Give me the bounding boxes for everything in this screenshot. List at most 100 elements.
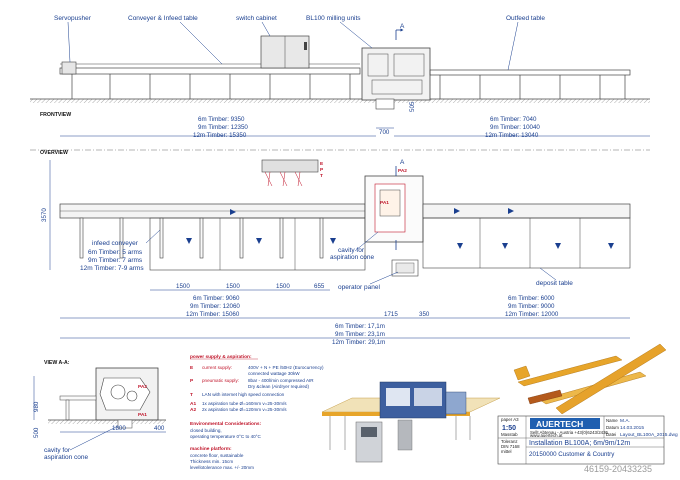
marker-pa2-top: PA2 bbox=[398, 168, 407, 174]
label-cavity-bottom: cavity for aspiration cone bbox=[44, 447, 88, 461]
tb-tol-line2: DIN 7168 bbox=[501, 444, 520, 449]
spec-name-e: current supply: bbox=[202, 365, 232, 370]
front-right-12m: 12m Timber: 13040 bbox=[485, 132, 539, 139]
tb-file-value: Layout_BL100A_2015.dwg bbox=[620, 432, 678, 438]
label-switch-cabinet: switch cabinet bbox=[236, 15, 277, 22]
spec-key-a2: A2 bbox=[190, 407, 196, 413]
specifications: power supply & aspiration: E current sup… bbox=[190, 354, 324, 470]
spec-key-e: E bbox=[190, 365, 194, 371]
over-left-6m: 6m Timber: 9060 bbox=[193, 295, 240, 302]
dim-1800: 1800 bbox=[112, 425, 126, 432]
tb-name-value: M.A. bbox=[620, 418, 630, 424]
marker-t-top: T bbox=[320, 173, 323, 179]
marker-pa1-top: PA1 bbox=[380, 200, 389, 206]
dim-505: 505 bbox=[409, 101, 416, 112]
marker-e-top: E bbox=[320, 161, 324, 167]
tb-paper: paper A3 bbox=[501, 417, 519, 422]
dim-700: 700 bbox=[379, 129, 390, 136]
arms-12m: 12m Timber: 7-9 arms bbox=[80, 265, 144, 272]
front-callouts: Servopusher Conveyer & Infeed table swit… bbox=[54, 15, 545, 71]
front-right-9m: 9m Timber: 10040 bbox=[490, 124, 540, 131]
label-servopusher: Servopusher bbox=[54, 15, 92, 22]
dim-980: 980 bbox=[33, 401, 40, 412]
label-cavity-top: cavity for aspiration cone bbox=[330, 247, 374, 261]
front-right-6m: 6m Timber: 7040 bbox=[490, 116, 537, 123]
tb-date-label: Datum bbox=[606, 425, 619, 430]
dim-350: 350 bbox=[419, 311, 430, 318]
tb-file-label: Datei bbox=[606, 432, 616, 437]
platform-title: machine platform: bbox=[190, 446, 232, 452]
dim-spacing-1: 1500 bbox=[176, 283, 190, 290]
label-cavity-top-line1: cavity for bbox=[338, 247, 365, 254]
infeed-conveyor-frame bbox=[59, 67, 361, 75]
dim-spacing-2: 1500 bbox=[226, 283, 240, 290]
dim-1715: 1715 bbox=[384, 311, 398, 318]
label-operator-panel: operator panel bbox=[338, 284, 380, 291]
spec-value-t: LAN with internet high speed connection bbox=[202, 392, 285, 397]
view-aa-title: VIEW A-A: bbox=[44, 360, 70, 366]
marker-pa1-section: PA1 bbox=[138, 412, 147, 418]
label-milling-units: BL100 milling units bbox=[306, 15, 361, 22]
label-cavity-bottom-line2: aspiration cone bbox=[44, 454, 88, 461]
floor-hatch bbox=[30, 99, 650, 103]
over-left-12m: 12m Timber: 15060 bbox=[186, 311, 240, 318]
infeed-table-top bbox=[149, 217, 366, 271]
tb-title: Installation BL100A; 6m/9m/12m bbox=[529, 440, 630, 447]
label-deposit-table: deposit table bbox=[536, 280, 573, 287]
env-title: Environmental Considerations: bbox=[190, 421, 262, 427]
overview-dimensions: 3570 1500 1500 1500 655 6m Timber: 9060 … bbox=[41, 160, 630, 346]
milling-unit-front bbox=[361, 47, 431, 101]
over-right-12m: 12m Timber: 12000 bbox=[505, 311, 559, 318]
spec-key-a1: A1 bbox=[190, 401, 196, 407]
dim-spacing-3: 1500 bbox=[276, 283, 290, 290]
spec-key-p: P bbox=[190, 378, 194, 384]
tb-scale: 1:50 bbox=[502, 425, 516, 432]
view-aa: VIEW A-A: PA1 PA2 980 500 1800 400 cavit… bbox=[33, 360, 166, 461]
tb-date-value: 14.03.2015 bbox=[620, 425, 644, 431]
frontview-title: FRONTVIEW bbox=[40, 112, 71, 118]
label-cavity-bottom-line1: cavity for bbox=[44, 447, 71, 454]
watermark: 46159-20433235 bbox=[584, 464, 652, 474]
tb-tol: Toleranz DIN 7168 mittel bbox=[501, 439, 521, 454]
platform-line-2: Thickness min. 15cm bbox=[190, 459, 233, 464]
spec-value-a1: 1x aspiration tube Ø=160mm v=25-30m/s bbox=[202, 401, 287, 406]
tb-tol-line3: mittel bbox=[501, 449, 512, 454]
front-left-9m: 9m Timber: 12350 bbox=[198, 124, 248, 131]
tb-company: AUERTECH bbox=[536, 419, 583, 429]
section-marker-a-top: A bbox=[400, 159, 405, 166]
arms-6m: 6m Timber: 5 arms bbox=[88, 249, 143, 256]
spec-value-p2: Dry &clean (Airdryer required) bbox=[248, 384, 309, 389]
overview: E P T PA1 PA2 A bbox=[59, 159, 631, 277]
front-left-12m: 12m Timber: 15350 bbox=[193, 132, 247, 139]
arms-9m: 9m Timber: 7 arms bbox=[88, 257, 143, 264]
overview-title: OVERVIEW bbox=[40, 150, 68, 156]
dim-3570: 3570 bbox=[41, 208, 48, 222]
aspiration-cavity-front bbox=[375, 98, 395, 110]
power-title: power supply & aspiration: bbox=[190, 354, 252, 360]
tb-units: Masstab bbox=[501, 432, 518, 437]
over-right-9m: 9m Timber: 9000 bbox=[508, 303, 555, 310]
total-9m: 9m Timber: 23,1m bbox=[335, 331, 385, 338]
spec-name-p: pneumatic supply: bbox=[202, 378, 239, 383]
over-left-9m: 9m Timber: 12060 bbox=[190, 303, 240, 310]
tb-company-sub: Sellt Abtenau - Austria +43(0)6243/2436 bbox=[530, 430, 609, 435]
over-right-6m: 6m Timber: 6000 bbox=[508, 295, 555, 302]
switch-cabinet-top bbox=[261, 159, 319, 173]
front-left-6m: 6m Timber: 9350 bbox=[198, 116, 245, 123]
label-cavity-top-line2: aspiration cone bbox=[330, 254, 374, 261]
tb-name-label: Name bbox=[606, 418, 618, 423]
env-line-2: operating temperature 0°C to 40°C bbox=[190, 434, 262, 439]
tb-tol-line1: Toleranz bbox=[501, 439, 518, 444]
spec-key-t: T bbox=[190, 392, 193, 398]
dim-spacing-4: 655 bbox=[314, 283, 325, 290]
platform-line-1: concrete floor, sustainable bbox=[190, 453, 244, 458]
spec-value-p: 8bar - 400l/min compressed AIR bbox=[248, 378, 314, 383]
front-dimensions: 700 505 6m Timber: 9350 9m Timber: 12350… bbox=[60, 101, 650, 139]
title-block: paper A3 1:50 Masstab Toleranz DIN 7168 … bbox=[497, 415, 678, 465]
outfeed-table-front bbox=[429, 69, 631, 76]
spec-value-e: 400V + N + PE /50Hz (Eurocurrency) bbox=[248, 365, 324, 370]
label-infeed-conveyer: infeed conveyer bbox=[92, 240, 139, 247]
servopusher-unit bbox=[61, 61, 77, 75]
front-view: A bbox=[30, 23, 650, 110]
